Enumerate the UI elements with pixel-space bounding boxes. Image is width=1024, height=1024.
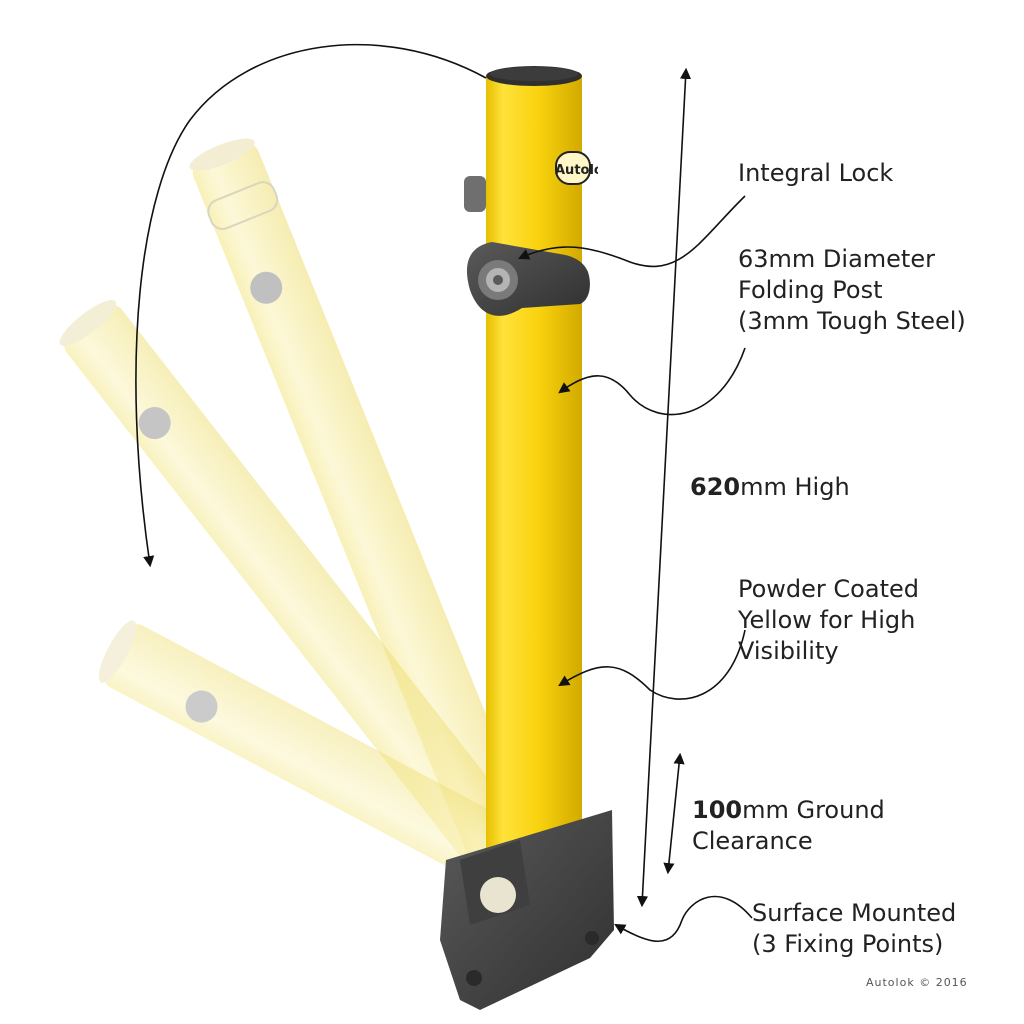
height-unit-text: mm High [740,473,850,501]
main-post [486,66,591,920]
folding-post-label: 63mm Diameter Folding Post (3mm Tough St… [738,245,966,335]
ghost-post-3 [98,620,519,886]
clearance-label: 100mm Ground Clearance [692,796,885,855]
clearance-dimension-line [663,752,685,875]
svg-text:Autolok: Autolok [555,163,598,178]
post-leader-line [558,347,746,416]
ghost-post-1 [189,138,537,870]
coating-label: Powder Coated Yellow for High Visibility [738,575,919,665]
integral-lock [464,176,590,316]
clearance-value: 100 [692,796,743,824]
mounting-label: Surface Mounted (3 Fixing Points) [752,899,957,958]
coating-leader-line [558,629,746,700]
fold-arc-arrow [135,43,487,568]
ghost-post-2 [59,299,531,877]
height-label: 620mm High [690,472,850,503]
copyright-text: Autolok © 2016 [866,976,968,989]
height-dimension-line [636,67,692,908]
height-value: 620 [690,473,741,501]
lock-leader-line [517,195,746,268]
integral-lock-label: Integral Lock [738,159,894,187]
base-plate [440,810,614,1010]
mount-leader-line [614,895,753,943]
autolok-logo: Autolok [555,163,598,178]
